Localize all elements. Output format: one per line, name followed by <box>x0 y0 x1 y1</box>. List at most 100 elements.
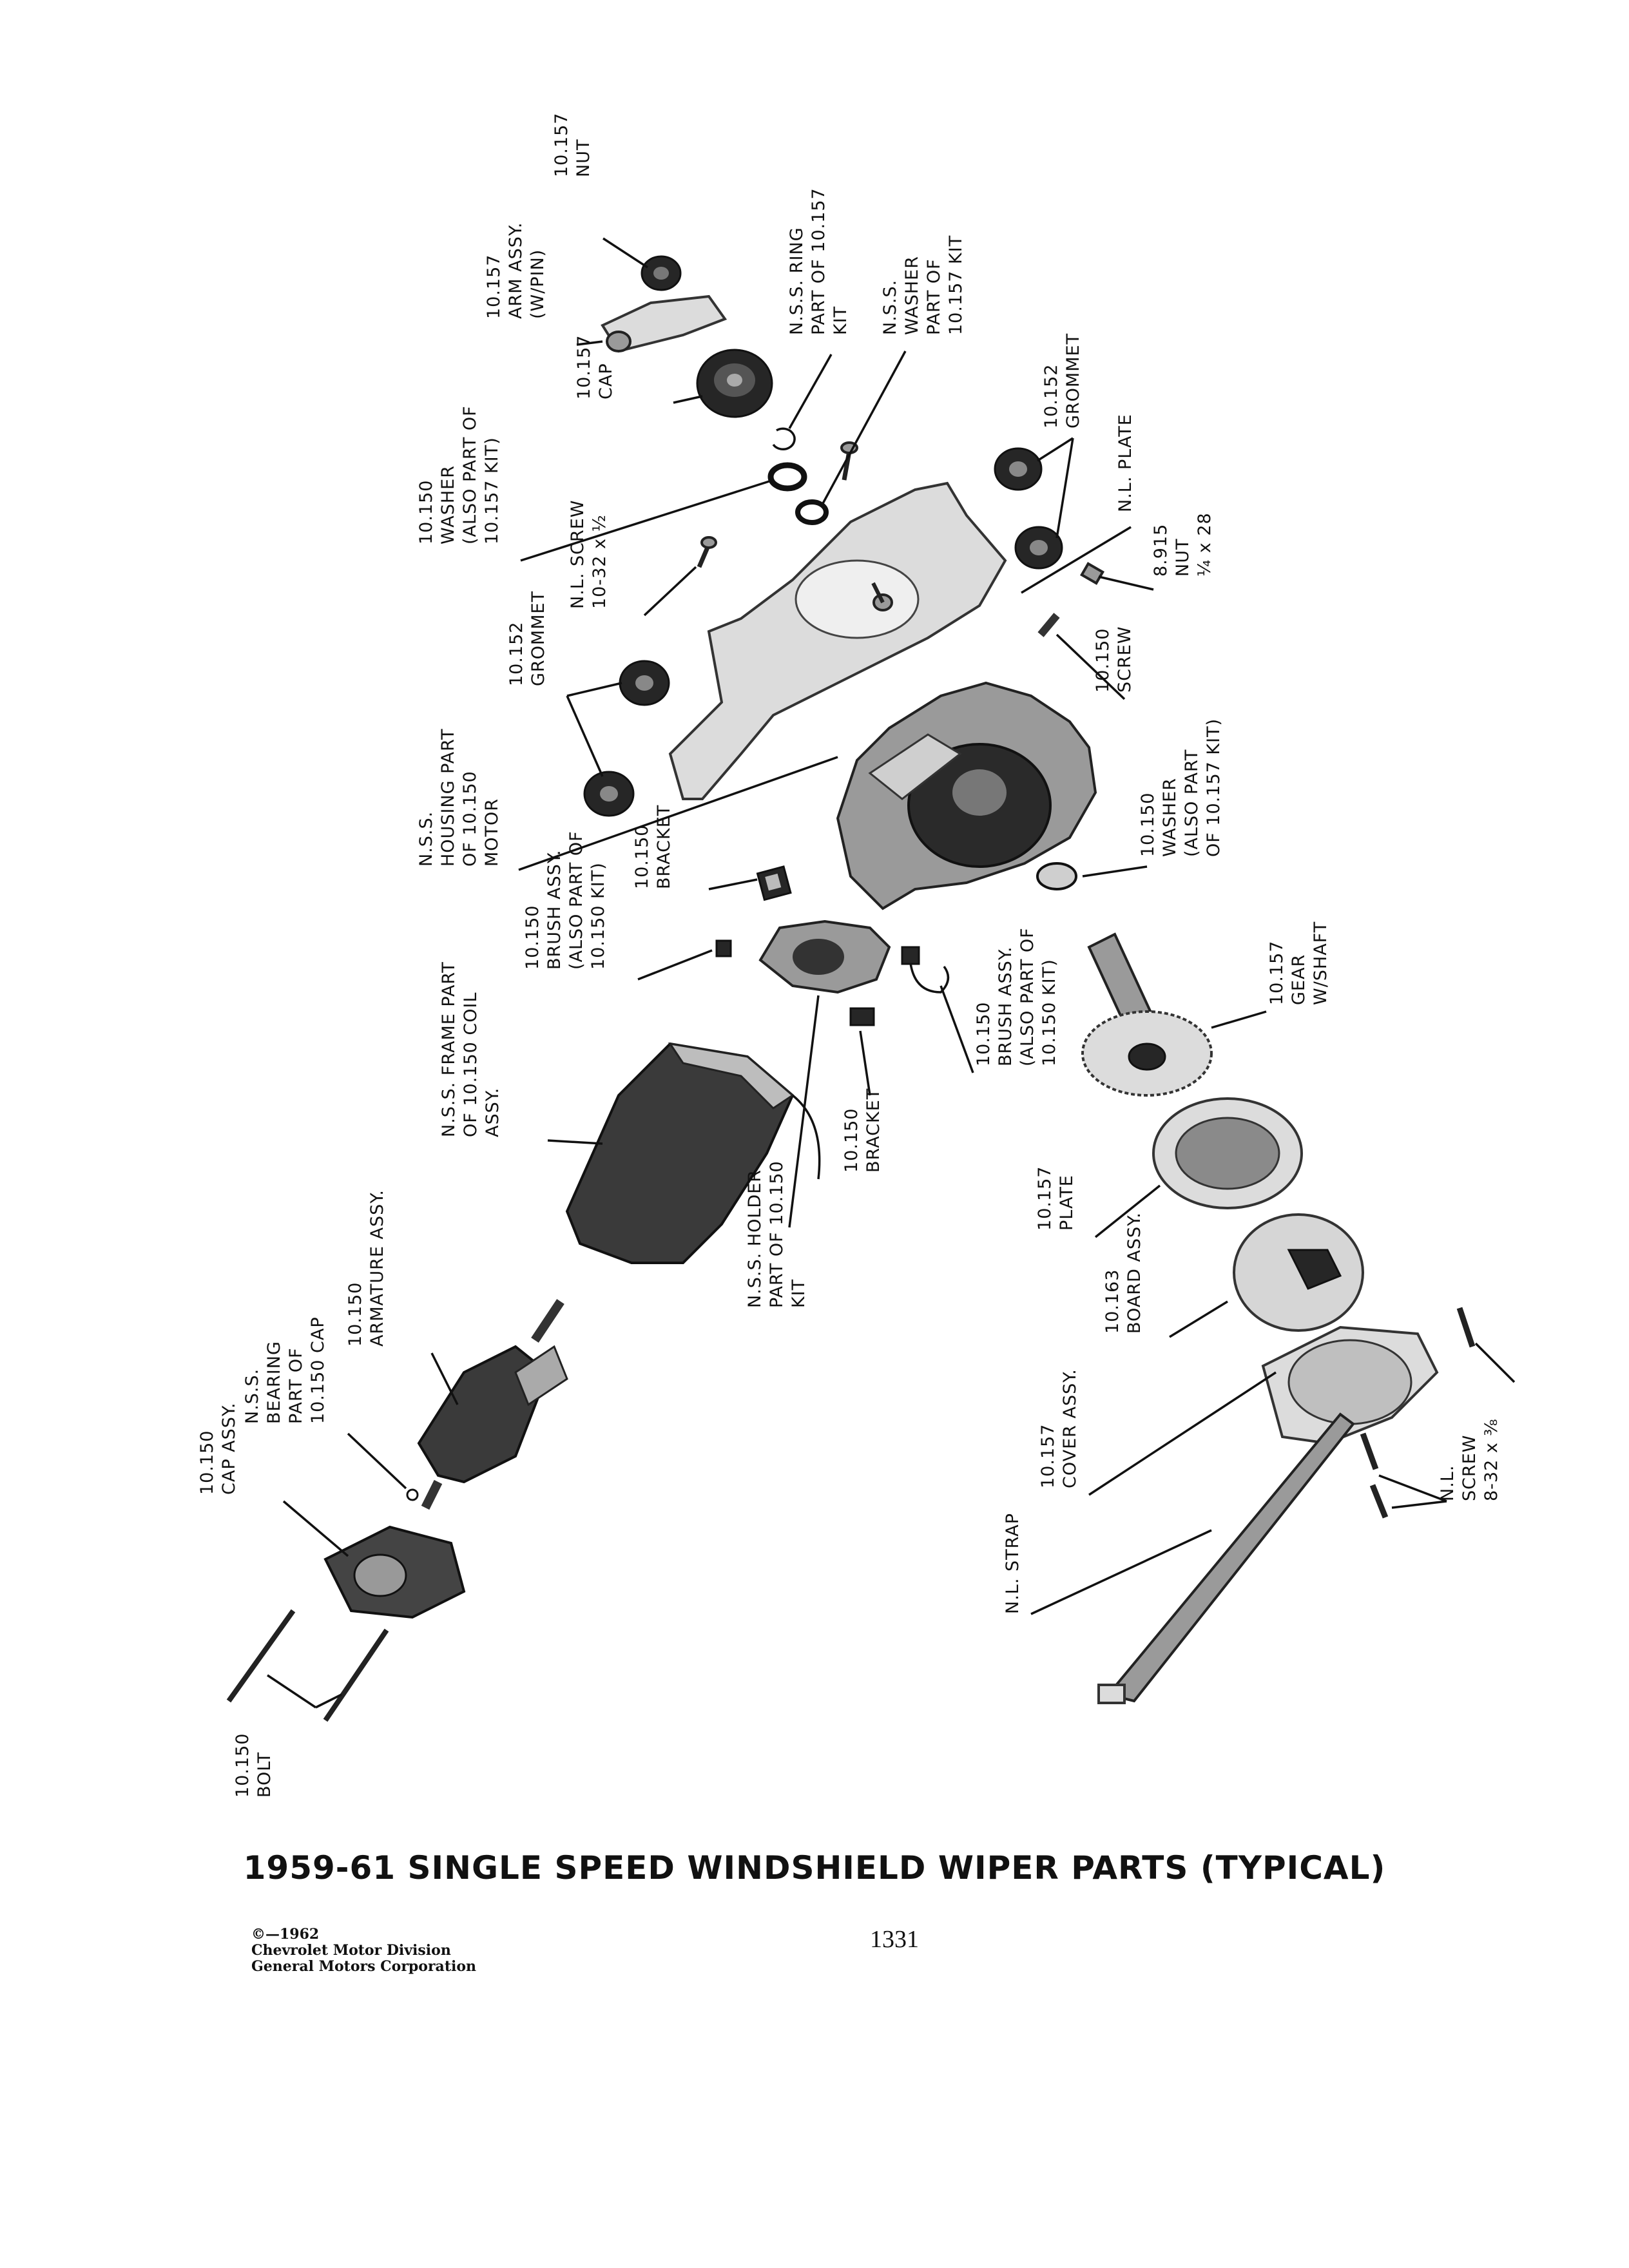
label-line: BRACKET <box>654 805 674 889</box>
label-line: GROMMET <box>1063 333 1083 428</box>
label-line: SCREW <box>1460 1434 1480 1501</box>
label-line: 10.150 <box>416 480 436 544</box>
bolt-part-1 <box>226 1609 296 1703</box>
gear-part <box>1081 932 1213 1097</box>
label-line: ASSY. <box>483 1088 503 1137</box>
label-line: 10.150 <box>197 1430 217 1495</box>
label-line: N.L. <box>1438 1465 1458 1501</box>
screw-10150-part <box>1037 613 1060 637</box>
brush-part-right <box>901 946 950 994</box>
label-line: 10.157 KIT) <box>482 437 502 544</box>
label-line: 10.150 <box>345 1282 365 1347</box>
label-line: N.S.S. FRAME PART <box>439 961 459 1137</box>
label-line: PART OF <box>924 258 944 335</box>
label-line: CAP <box>596 363 616 399</box>
label-line: BOLT <box>255 1752 275 1798</box>
label-line: BEARING <box>264 1341 284 1424</box>
screw-part-left <box>697 536 717 568</box>
armature-part <box>417 1299 568 1510</box>
label-line: 10.150 <box>523 905 543 970</box>
label-line: N.S.S. <box>242 1369 262 1424</box>
washer-part-right <box>1036 862 1077 890</box>
cap-assy-part <box>323 1525 466 1619</box>
frame-part <box>565 1042 821 1264</box>
label-line: 10.152 <box>506 622 526 686</box>
holder-part <box>758 919 891 994</box>
brush-part-left <box>715 939 732 957</box>
label-line: 10.157 <box>574 335 594 399</box>
label-line: SCREW <box>1115 626 1135 693</box>
nss-washer-part <box>795 499 829 525</box>
screw-part-strap-1 <box>1369 1484 1389 1519</box>
label-line: ¼ x 28 <box>1195 512 1215 577</box>
nut-8915-part <box>1080 562 1104 585</box>
label-line: BRACKET <box>863 1088 883 1173</box>
label-line: 10.157 <box>1267 941 1287 1005</box>
bolt-part-2 <box>323 1628 389 1722</box>
label-line: 10.157 <box>552 113 572 177</box>
copyright-block: ©—1962 Chevrolet Motor Division General … <box>251 1927 476 1975</box>
strap-end <box>1097 1684 1126 1704</box>
grommet-part-left-upper <box>619 660 670 706</box>
label-line: CAP ASSY. <box>219 1402 239 1495</box>
label-line: 10.163 <box>1103 1269 1123 1334</box>
cap-part <box>696 349 773 418</box>
label-line: 10.150 <box>1138 793 1158 857</box>
label-line: 10.150 CAP <box>308 1316 328 1424</box>
bracket-part-top <box>756 865 792 901</box>
label-line: N.L. STRAP <box>1003 1513 1023 1614</box>
label-line: WASHER <box>902 256 922 335</box>
label-line: ARM ASSY. <box>506 222 526 319</box>
housing-part <box>836 681 1097 910</box>
label-line: OF 10.150 COIL <box>461 992 481 1137</box>
label-line: 10.157 KIT <box>946 235 966 335</box>
board-part <box>1233 1213 1364 1332</box>
page-title: 1959-61 SINGLE SPEED WINDSHIELD WIPER PA… <box>243 1849 1386 1887</box>
label-line: BRUSH ASSY. <box>545 850 564 970</box>
grommet-part-top-right <box>994 447 1043 491</box>
label-line: PART OF 10.157 <box>809 187 829 335</box>
label-line: 10-32 x ½ <box>590 514 610 609</box>
label-line: 10.150 <box>1093 628 1113 693</box>
bracket-part-bottom <box>849 1007 875 1026</box>
screw-part-cover <box>1456 1307 1476 1348</box>
label-line: GEAR <box>1289 954 1309 1005</box>
label-line: HOUSING PART <box>438 729 458 867</box>
label-line: 10.150 <box>974 1002 994 1066</box>
label-line: N.L. PLATE <box>1115 414 1135 512</box>
label-line: 10.157 <box>1038 1424 1058 1488</box>
label-line: BOARD ASSY. <box>1124 1212 1144 1334</box>
copyright-line: General Motors Corporation <box>251 1958 477 1975</box>
label-line: GROMMET <box>528 591 548 686</box>
label-line: ARMATURE ASSY. <box>367 1189 387 1347</box>
label-line: (ALSO PART <box>1182 749 1202 857</box>
label-line: KIT <box>789 1279 809 1308</box>
screw-part-top <box>840 441 858 481</box>
label-line: 10.157 <box>1035 1166 1055 1231</box>
label-nl-strap: N.L. STRAP <box>1003 1513 1023 1614</box>
screw-part-strap-2 <box>1360 1432 1379 1470</box>
label-line: 10.150 <box>233 1733 253 1798</box>
label-line: PART OF <box>286 1347 306 1424</box>
bearing-part <box>406 1488 419 1501</box>
label-line: (W/PIN) <box>528 249 548 319</box>
label-line: N.L. SCREW <box>568 500 588 610</box>
